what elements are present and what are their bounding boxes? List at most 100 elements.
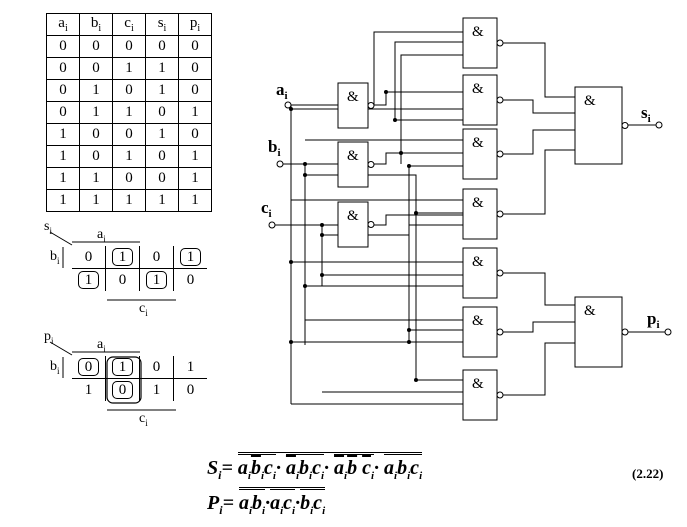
- output-terminal-p: [664, 328, 672, 336]
- kmap-s-row: 1 0 1 0: [72, 268, 207, 291]
- nand-gate-7-bubble: [496, 391, 504, 399]
- nand-gate-4-bubble: [496, 210, 504, 218]
- output-gate-s-bubble: [621, 122, 629, 129]
- output-gate-p-symbol: &: [584, 303, 596, 319]
- nand-gate-4-symbol: &: [472, 195, 484, 211]
- nand-gate-5: [462, 247, 498, 299]
- junction-dot: [384, 90, 388, 94]
- kmap-cell: 0: [173, 268, 207, 291]
- kmap-group: 1: [145, 271, 168, 289]
- junction-dot: [320, 233, 324, 237]
- junction-dot: [399, 151, 403, 155]
- wire: [374, 214, 463, 226]
- kmap-cell: 0: [84, 248, 93, 265]
- junction-dot: [320, 273, 324, 277]
- inverter-b-symbol: &: [347, 148, 359, 164]
- kmap-cell: 0: [72, 356, 106, 379]
- nand-gate-7-symbol: &: [472, 376, 484, 392]
- junction-dot: [320, 223, 324, 227]
- kmap-p-row: 1 0 1 0: [72, 378, 207, 401]
- kmap-group: 0: [77, 358, 100, 376]
- nand-gate-6: [462, 306, 498, 358]
- nand-gate-1-symbol: &: [472, 24, 484, 40]
- kmap-cell: 1: [72, 268, 106, 291]
- kmap-cell: 0: [173, 378, 207, 401]
- junction-dot: [289, 260, 293, 264]
- kmap-group: 1: [77, 271, 100, 289]
- nand-gate-6-symbol: &: [472, 313, 484, 329]
- junction-dot: [407, 340, 411, 344]
- nand-gate-7: [462, 369, 498, 421]
- output-label-s: si: [641, 103, 651, 125]
- kmap-group: 1: [111, 248, 134, 266]
- kmap-cell: 0: [139, 246, 174, 269]
- inverter-c-bubble: [367, 221, 375, 228]
- wire: [500, 149, 575, 215]
- nand-gate-3-symbol: &: [472, 135, 484, 151]
- equation-number: (2.22): [632, 466, 664, 481]
- output-label-p: pi: [647, 309, 660, 331]
- wire: [500, 129, 575, 155]
- junction-dots: [289, 90, 418, 382]
- wire: [373, 31, 463, 105]
- junction-dot: [407, 328, 411, 332]
- truth-table-cell: 0: [178, 79, 212, 102]
- kmap-s: 0 1 0 1 1 0 1 0: [72, 246, 207, 291]
- wires: [275, 31, 665, 405]
- kmap-p-bottom-var: ci: [139, 411, 148, 428]
- truth-table-cell: 1: [178, 189, 212, 212]
- junction-dot: [393, 118, 397, 122]
- junction-dot: [289, 340, 293, 344]
- nand-gate-2-bubble: [496, 96, 504, 104]
- nand-gate-3: [462, 128, 498, 180]
- wire: [400, 54, 463, 164]
- kmap-p-top-var: ai: [97, 337, 106, 354]
- input-label-c: ci: [261, 198, 272, 220]
- kmap-group: 1: [111, 358, 134, 376]
- inverter-b-bubble: [367, 161, 375, 168]
- nand-gate-3-bubble: [496, 150, 504, 158]
- nand-gate-2: [462, 74, 498, 126]
- kmap-s-left-var: bi: [50, 249, 60, 266]
- output-gate-s: [574, 86, 623, 165]
- kmap-s-top-var: ai: [97, 227, 106, 244]
- kmap-p-function-label: pi: [44, 329, 54, 346]
- kmap-s-bottom-var: ci: [139, 301, 148, 318]
- wire: [500, 272, 575, 306]
- input-terminal-b: [276, 160, 284, 168]
- inverter-a-bubble: [367, 102, 375, 109]
- wire: [394, 41, 463, 105]
- junction-dot: [414, 211, 418, 215]
- nand-gate-1: [462, 17, 498, 69]
- nand-gate-2-symbol: &: [472, 81, 484, 97]
- kmap-cell: 0: [105, 378, 140, 401]
- inverter-c-symbol: &: [347, 208, 359, 224]
- wire: [374, 91, 463, 106]
- wire: [500, 321, 575, 333]
- wire: [305, 174, 463, 214]
- junction-dot: [289, 107, 293, 111]
- inverter-a: [337, 82, 369, 129]
- kmap-cell: 1: [105, 356, 140, 379]
- wire: [374, 152, 463, 165]
- output-gate-p: [574, 296, 623, 368]
- formula-s: Si= aibici· aibici· aib ci· aibici: [207, 452, 423, 488]
- wire: [408, 164, 463, 167]
- input-label-b: bi: [268, 137, 281, 159]
- io-terminals: [268, 101, 672, 336]
- junction-dot: [407, 164, 411, 168]
- gates: &&&&&&&&&&&&: [337, 17, 629, 421]
- wire: [500, 99, 575, 114]
- kmap-p-row: 0 1 0 1: [72, 356, 207, 379]
- input-label-a: ai: [276, 80, 288, 102]
- output-gate-p-bubble: [621, 328, 629, 336]
- nand-gate-5-bubble: [496, 269, 504, 277]
- kmap-group: 1: [179, 248, 202, 266]
